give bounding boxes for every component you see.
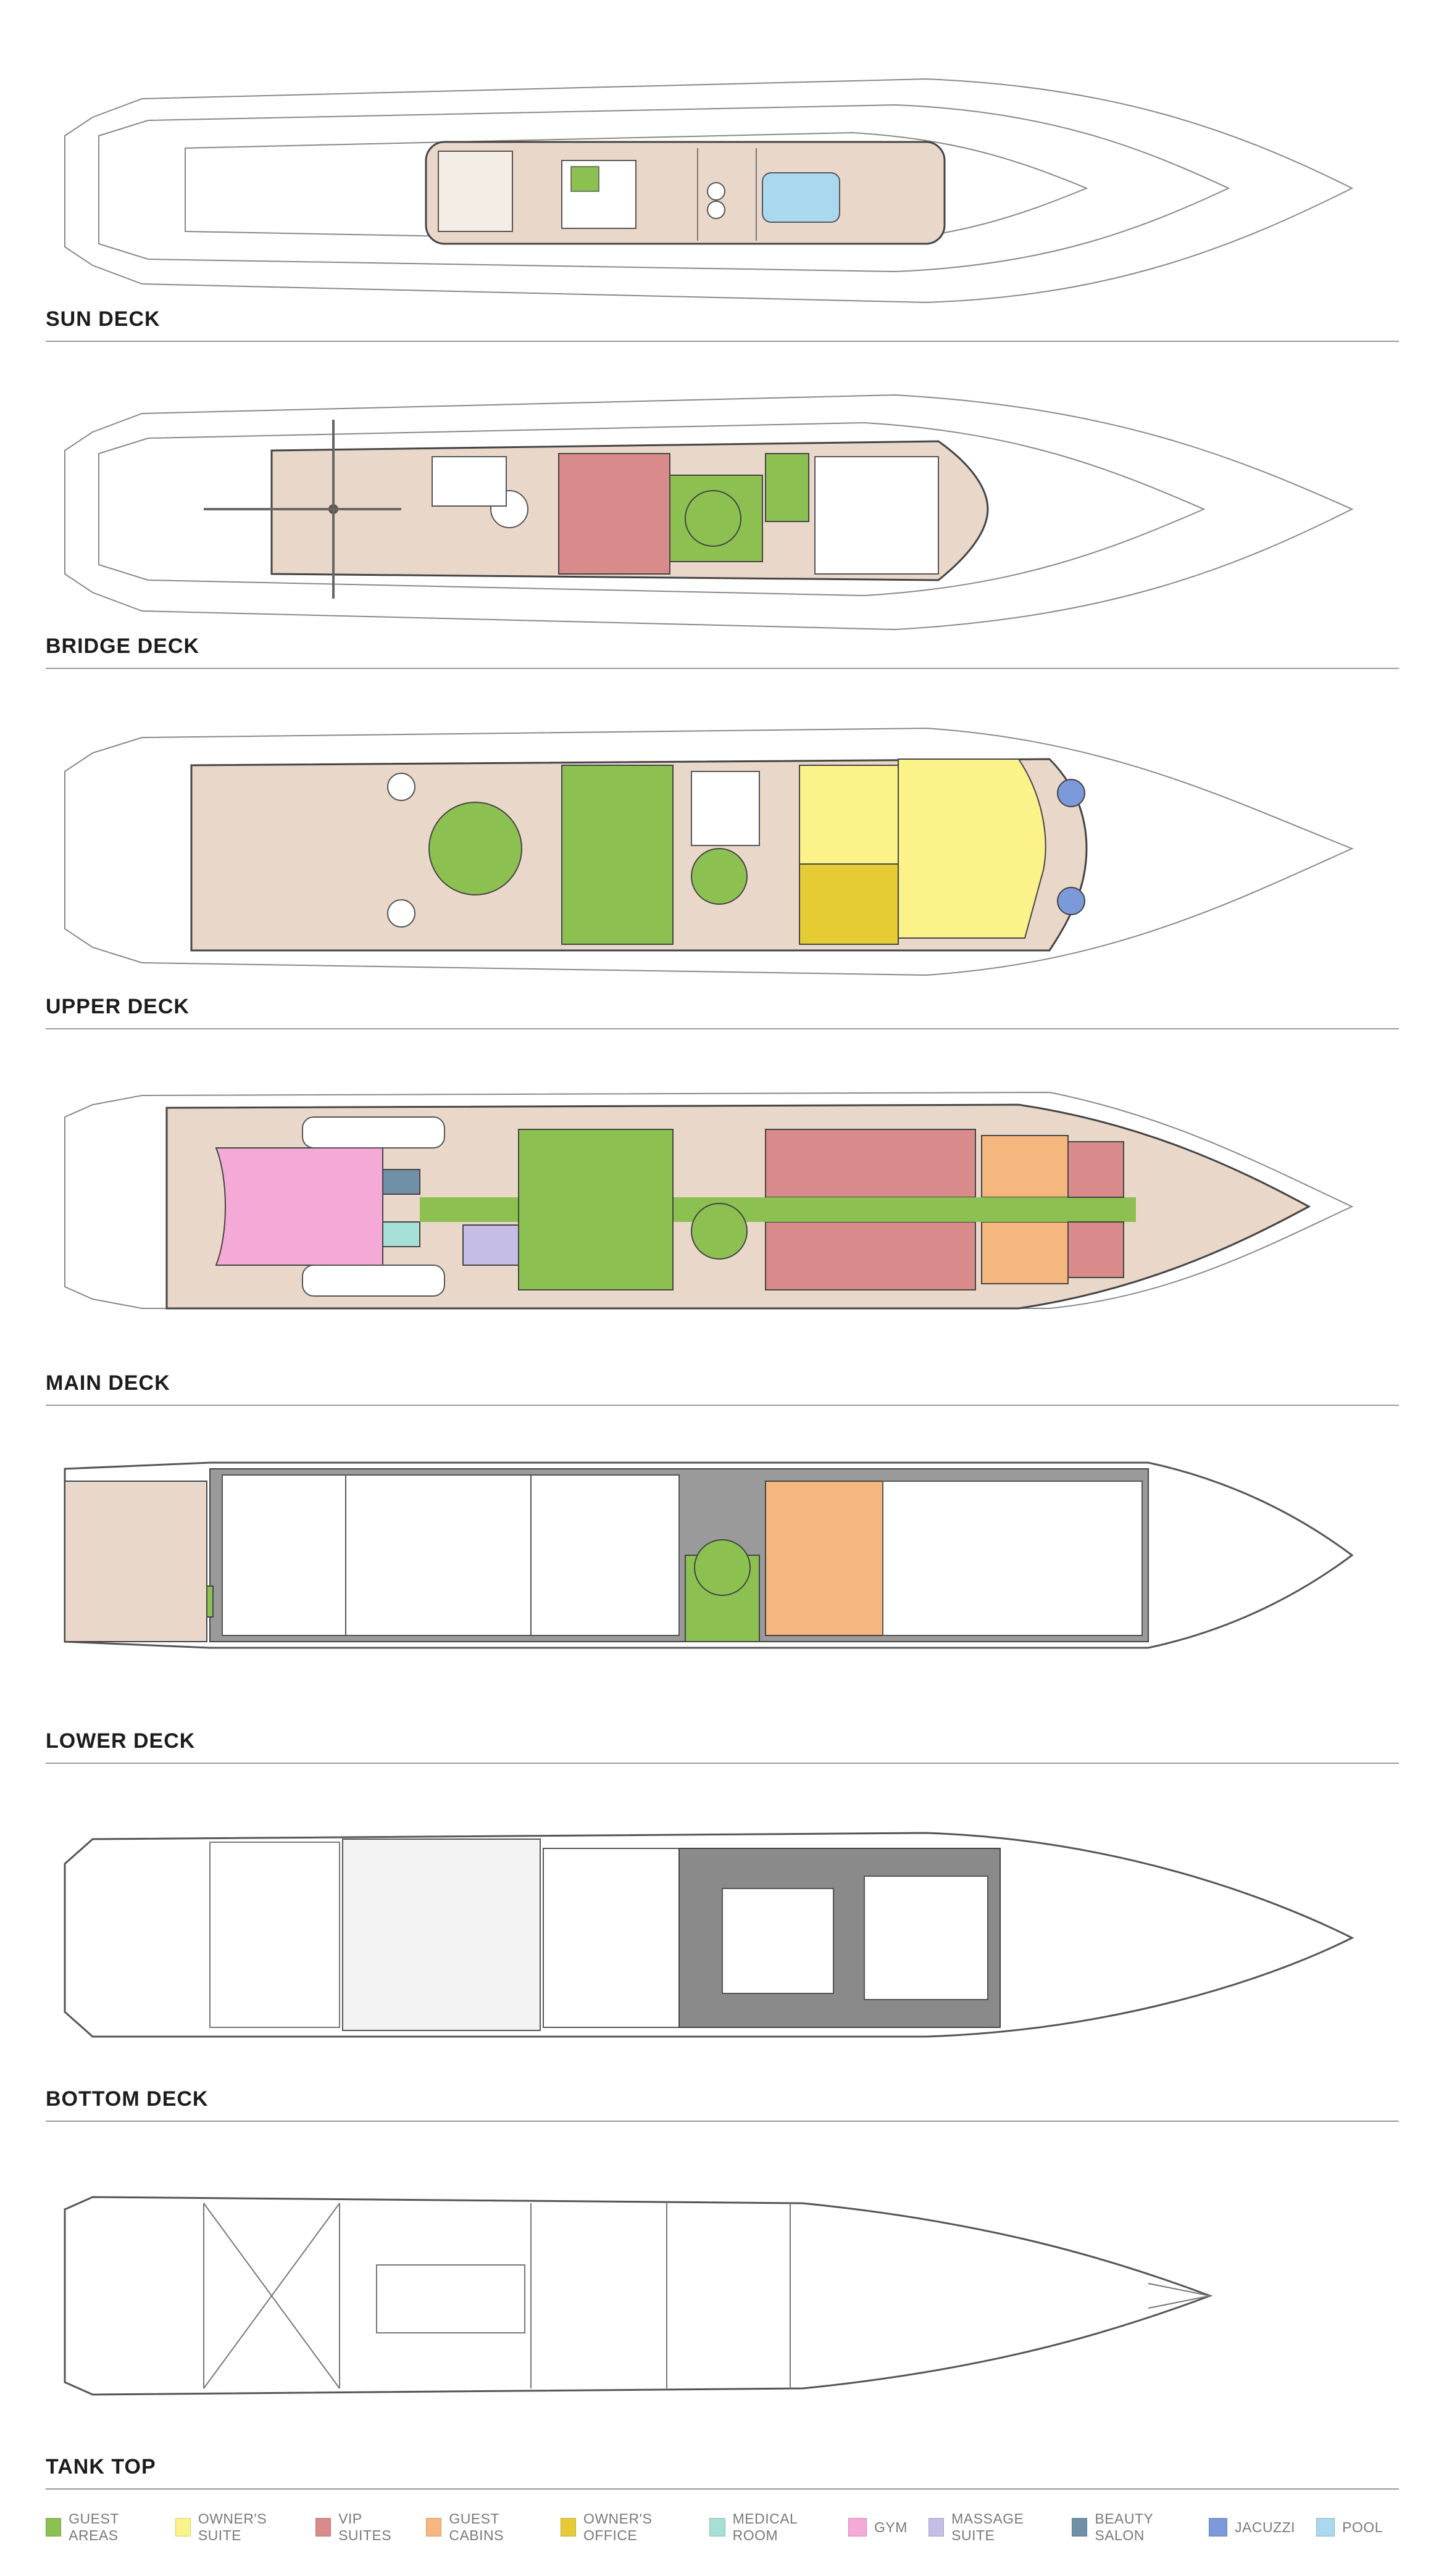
- main-deck-gym: [215, 1147, 383, 1266]
- sun-deck-plan: [64, 78, 1354, 304]
- upper-deck-plan: [64, 727, 1354, 976]
- legend-swatch: [928, 2518, 945, 2537]
- legend-swatch: [1209, 2518, 1228, 2537]
- legend-label: GUEST CABINS: [449, 2511, 504, 2543]
- legend-item-guest-cabins: GUEST CABINS: [426, 2511, 540, 2544]
- deck-divider: [46, 1405, 1399, 1406]
- legend-swatch: [1072, 2518, 1088, 2537]
- legend-swatch: [1316, 2518, 1335, 2537]
- deck-label-lower: LOWER DECK: [46, 1729, 196, 1753]
- legend-label: MASSAGE SUITE: [951, 2511, 1024, 2543]
- deck-divider: [46, 668, 1399, 669]
- deck-lower: LOWER DECK: [0, 1444, 1444, 1765]
- deck-label-bottom: BOTTOM DECK: [46, 2087, 209, 2111]
- legend-swatch: [315, 2518, 332, 2537]
- upper-deck-salon: [561, 765, 674, 945]
- legend-item-gym: GYM: [848, 2518, 908, 2537]
- deck-divider: [46, 1028, 1399, 1029]
- legend-label: OWNER'S SUITE: [198, 2511, 267, 2543]
- legend-item-owners-office: OWNER'S OFFICE: [560, 2511, 689, 2544]
- legend-label: GUEST AREAS: [69, 2511, 119, 2543]
- legend-label: POOL: [1342, 2519, 1383, 2535]
- upper-deck-jacuzzi: [1057, 779, 1085, 807]
- sun-deck-green-room: [570, 166, 599, 192]
- upper-deck-dining-area: [428, 802, 522, 895]
- deck-label-upper: UPPER DECK: [46, 995, 190, 1018]
- deck-label-bridge: BRIDGE DECK: [46, 634, 200, 658]
- deck-upper: UPPER DECK: [0, 716, 1444, 1037]
- main-deck-beauty-salon: [382, 1169, 420, 1195]
- deck-label-sun: SUN DECK: [46, 307, 161, 331]
- deck-sun: SUN DECK: [0, 62, 1444, 346]
- legend-item-owners-suite: OWNER'S SUITE: [175, 2511, 294, 2544]
- legend-item-jacuzzi: JACUZZI: [1209, 2518, 1295, 2537]
- deck-divider: [46, 1763, 1399, 1764]
- legend: GUEST AREAS OWNER'S SUITE VIP SUITES GUE…: [46, 2511, 1404, 2543]
- main-deck-guest-cabins: [981, 1221, 1069, 1284]
- deck-label-main: MAIN DECK: [46, 1371, 170, 1395]
- deck-divider: [46, 2121, 1399, 2122]
- bridge-deck-plan: [64, 394, 1354, 631]
- main-deck-vip-suites: [765, 1129, 976, 1198]
- upper-deck-owners-office: [799, 863, 899, 945]
- main-deck-vip-suites: [1067, 1141, 1124, 1198]
- legend-label: VIP SUITES: [338, 2511, 392, 2543]
- main-deck-guest-cabins: [981, 1135, 1069, 1198]
- legend-item-medical-room: MEDICAL ROOM: [709, 2511, 827, 2544]
- deck-main: MAIN DECK: [0, 1080, 1444, 1413]
- bottom-deck-plan: [64, 1832, 1354, 2038]
- legend-swatch: [560, 2518, 576, 2537]
- legend-label: GYM: [874, 2519, 908, 2535]
- bridge-deck-guest-area-2: [765, 453, 809, 522]
- legend-item-massage-suite: MASSAGE SUITE: [928, 2511, 1051, 2544]
- legend-label: MEDICAL ROOM: [732, 2511, 798, 2543]
- sun-deck-pool: [762, 172, 840, 223]
- deck-label-tank: TANK TOP: [46, 2455, 156, 2478]
- main-deck-medical-room: [382, 1221, 420, 1247]
- main-deck-vip-suites: [765, 1221, 976, 1290]
- main-deck-corridor: [766, 1197, 1136, 1222]
- tank-top-hull: [64, 2196, 1213, 2396]
- legend-swatch: [848, 2518, 867, 2537]
- lower-deck-plan: [64, 1461, 1354, 1649]
- deck-bottom: BOTTOM DECK: [0, 1802, 1444, 2123]
- legend-item-guest-areas: GUEST AREAS: [46, 2511, 154, 2544]
- legend-label: BEAUTY SALON: [1095, 2511, 1153, 2543]
- upper-deck-owners-suite: [799, 765, 899, 865]
- legend-swatch: [46, 2518, 62, 2537]
- main-deck-vip-suites: [1067, 1221, 1124, 1278]
- legend-label: OWNER'S OFFICE: [583, 2511, 653, 2543]
- legend-swatch: [709, 2518, 725, 2537]
- main-deck-plan: [64, 1091, 1354, 1310]
- upper-deck-jacuzzi: [1057, 887, 1085, 915]
- lower-deck-guest-cabins: [765, 1481, 883, 1636]
- main-deck-salon: [518, 1129, 674, 1290]
- deck-bridge: BRIDGE DECK: [0, 383, 1444, 679]
- legend-item-beauty-salon: BEAUTY SALON: [1072, 2511, 1188, 2544]
- bridge-deck-vip-suite: [558, 453, 670, 575]
- legend-swatch: [175, 2518, 191, 2537]
- upper-deck-owners-suite-forward: [898, 758, 1046, 939]
- legend-item-pool: POOL: [1316, 2518, 1383, 2537]
- lower-deck-beach-club: [64, 1481, 207, 1642]
- deck-divider: [46, 2488, 1399, 2490]
- main-deck-massage-suite: [462, 1224, 519, 1266]
- tank-top-plan: [64, 2196, 1213, 2396]
- legend-item-vip-suites: VIP SUITES: [315, 2511, 405, 2544]
- deck-tank: TANK TOP: [0, 2160, 1444, 2493]
- deck-divider: [46, 341, 1399, 342]
- legend-label: JACUZZI: [1235, 2519, 1296, 2535]
- legend-swatch: [426, 2518, 442, 2537]
